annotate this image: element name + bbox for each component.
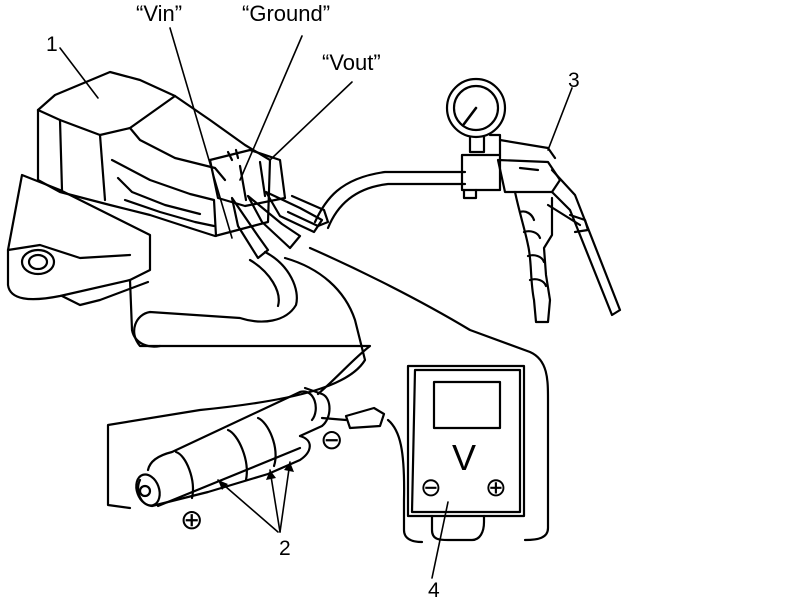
sensor-body [6, 70, 287, 348]
vout-wire [308, 246, 550, 542]
voltmeter-neg-terminal: ⊖ [420, 472, 442, 502]
neg-lead [386, 418, 424, 544]
voltmeter-display [432, 380, 502, 430]
leader-4 [431, 501, 449, 579]
leader-ground [239, 35, 303, 181]
voltmeter-pos-terminal: ⊕ [485, 472, 507, 502]
leader-2c [279, 461, 291, 533]
vacuum-gauge [445, 77, 507, 139]
battery-cell-1 [174, 450, 194, 500]
leader-1 [59, 47, 99, 99]
callout-3: 3 [568, 69, 580, 92]
vout-label: “Vout” [322, 50, 381, 75]
leader-2b [269, 469, 281, 533]
wiring [106, 170, 550, 544]
battery-neg-mark: ⊖ [320, 424, 344, 455]
battery-neg-probe [320, 406, 386, 430]
vin-label: “Vin” [136, 1, 183, 26]
probe-leads [230, 190, 330, 260]
battery-pos-mark: ⊕ [180, 504, 204, 535]
leader-lines [59, 27, 573, 579]
battery-cell-2 [226, 428, 248, 482]
vacuum-hose [313, 170, 467, 224]
leader-2a [217, 479, 279, 533]
leader-vout [269, 81, 353, 161]
battery-pack [135, 386, 331, 508]
callout-4: 4 [428, 579, 440, 600]
voltmeter [406, 364, 526, 542]
battery-cell-3 [256, 416, 277, 468]
callout-2: 2 [279, 537, 291, 560]
sensor-connector [208, 148, 287, 208]
callout-1: 1 [46, 33, 58, 56]
leader-vin [169, 27, 233, 239]
vin-wire [133, 250, 372, 396]
arrow-heads [218, 462, 294, 490]
voltmeter-unit: V [452, 437, 477, 478]
mount-hole [20, 248, 56, 276]
vacuum-pump [445, 77, 622, 324]
ground-wire [106, 256, 367, 510]
ground-label: “Ground” [242, 1, 331, 26]
leader-3 [547, 87, 573, 151]
